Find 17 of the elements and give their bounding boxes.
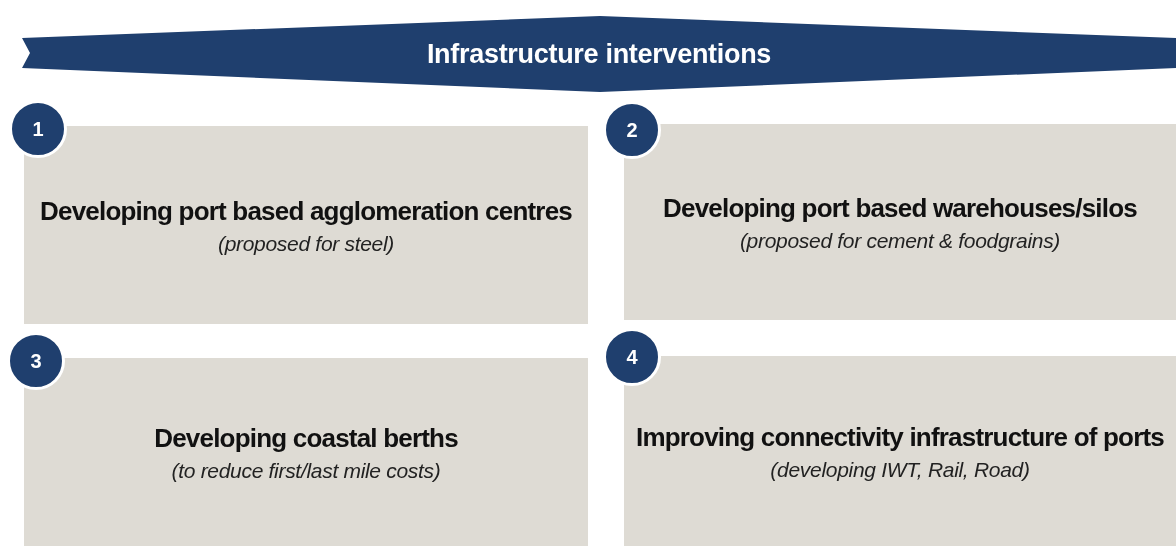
title-banner bbox=[22, 16, 1176, 92]
intervention-card bbox=[22, 124, 590, 326]
banner-title: Infrastructure interventions bbox=[426, 38, 772, 70]
step-number: 3 bbox=[7, 332, 65, 390]
card-note: (proposed for steel) bbox=[217, 232, 395, 257]
intervention-card bbox=[22, 356, 590, 546]
step-number: 4 bbox=[603, 328, 661, 386]
step-number: 1 bbox=[9, 100, 67, 158]
card-note: (developing IWT, Rail, Road) bbox=[770, 458, 1030, 483]
step-number: 2 bbox=[603, 101, 661, 159]
card-heading: Developing port based warehouses/silos bbox=[663, 191, 1137, 225]
intervention-card bbox=[622, 122, 1176, 322]
card-heading: Improving connectivity infrastructure of ports bbox=[635, 420, 1165, 454]
card-heading: Developing coastal berths bbox=[154, 421, 458, 455]
card-heading: Developing port based agglomeration centres bbox=[40, 194, 572, 228]
card-note: (to reduce first/last mile costs) bbox=[171, 459, 441, 484]
card-note: (proposed for cement & foodgrains) bbox=[739, 229, 1061, 254]
